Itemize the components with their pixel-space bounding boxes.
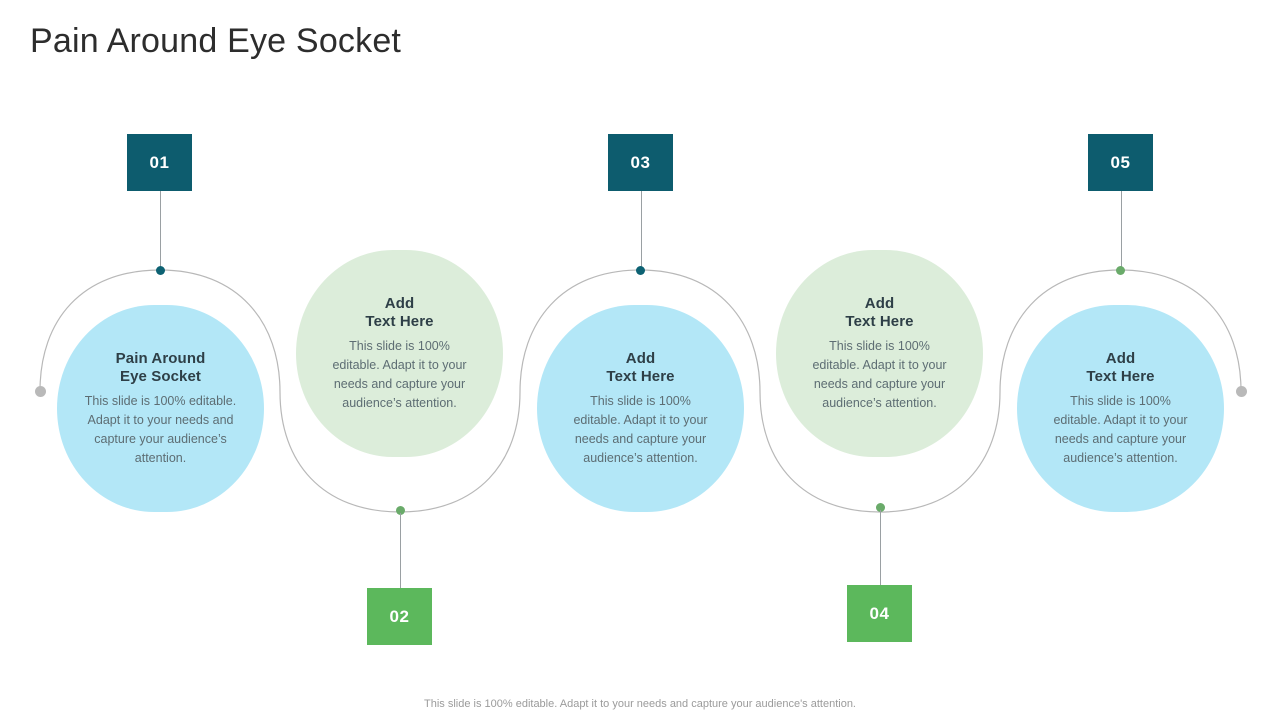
connector-dot-04: [876, 503, 885, 512]
connector-dot-02: [396, 506, 405, 515]
step-heading-line2: Eye Socket: [119, 367, 202, 385]
step-number-badge-05[interactable]: 05: [1088, 134, 1153, 191]
step-number-label: 01: [149, 152, 170, 172]
step-oval-04[interactable]: Add Text Here This slide is 100% editabl…: [776, 250, 983, 457]
connector-stem-05: [1121, 191, 1122, 271]
step-oval-05[interactable]: Add Text Here This slide is 100% editabl…: [1017, 305, 1224, 512]
step-heading-line2: Text Here: [365, 312, 434, 330]
connector-stem-01: [160, 191, 161, 271]
step-heading-line1: Add: [625, 349, 656, 367]
step-oval-03[interactable]: Add Text Here This slide is 100% editabl…: [537, 305, 744, 512]
step-heading-line1: Add: [864, 294, 895, 312]
step-number-label: 05: [1110, 152, 1131, 172]
step-heading-line2: Text Here: [1086, 367, 1155, 385]
arc-start-dot: [35, 386, 46, 397]
step-heading-02: Add Text Here: [365, 295, 433, 331]
step-heading-03: Add Text Here: [606, 350, 674, 386]
step-oval-01[interactable]: Pain Around Eye Socket This slide is 100…: [57, 305, 264, 512]
step-heading-05: Add Text Here: [1086, 350, 1154, 386]
step-body-02: This slide is 100% editable. Adapt it to…: [332, 338, 467, 410]
page-title: Pain Around Eye Socket: [30, 22, 402, 60]
step-heading-line1: Add: [384, 294, 415, 312]
footer-note: This slide is 100% editable. Adapt it to…: [424, 698, 856, 710]
step-body-05: This slide is 100% editable. Adapt it to…: [1053, 393, 1188, 465]
connector-stem-02: [400, 513, 401, 588]
step-oval-02[interactable]: Add Text Here This slide is 100% editabl…: [296, 250, 503, 457]
connector-stem-03: [641, 191, 642, 271]
step-number-badge-03[interactable]: 03: [608, 134, 673, 191]
step-number-label: 04: [869, 603, 890, 623]
step-heading-04: Add Text Here: [845, 295, 913, 331]
connector-stem-04: [880, 510, 881, 585]
step-number-badge-04[interactable]: 04: [847, 585, 912, 642]
step-body-04: This slide is 100% editable. Adapt it to…: [812, 338, 947, 410]
step-number-label: 03: [630, 152, 651, 172]
step-number-badge-02[interactable]: 02: [367, 588, 432, 645]
step-heading-01: Pain Around Eye Socket: [116, 350, 206, 386]
step-body-01: This slide is 100% editable. Adapt it to…: [84, 393, 237, 465]
step-heading-line1: Add: [1105, 349, 1136, 367]
step-heading-line2: Text Here: [606, 367, 675, 385]
step-heading-line2: Text Here: [845, 312, 914, 330]
step-number-badge-01[interactable]: 01: [127, 134, 192, 191]
step-number-label: 02: [389, 606, 410, 626]
arc-end-dot: [1236, 386, 1247, 397]
connector-dot-01: [156, 266, 165, 275]
connector-dot-03: [636, 266, 645, 275]
step-heading-line1: Pain Around: [115, 349, 206, 367]
step-body-03: This slide is 100% editable. Adapt it to…: [573, 393, 708, 465]
connector-dot-05: [1116, 266, 1125, 275]
